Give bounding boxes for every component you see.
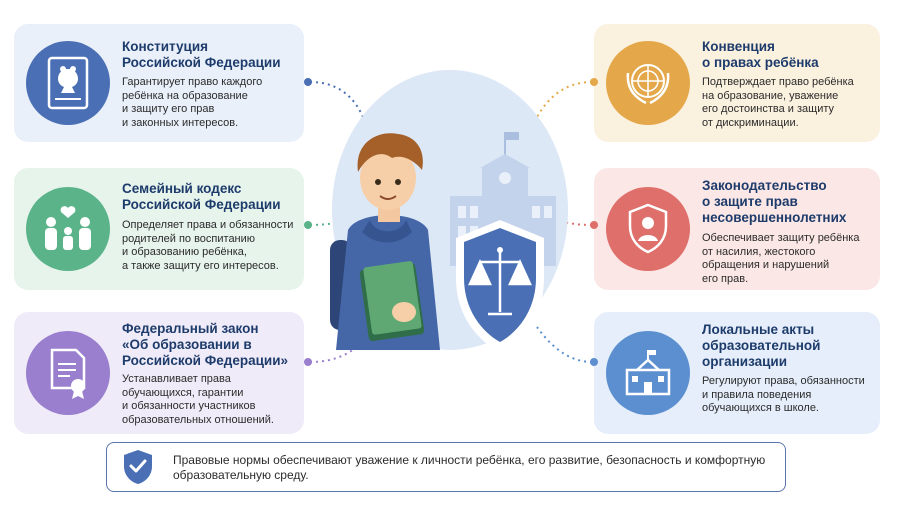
card-desc-line: Определяет права и обязанности	[122, 219, 294, 231]
constitution-icon-circle	[26, 41, 110, 125]
russian-emblem-icon	[47, 56, 89, 110]
card-title-line: Российской Федерации	[122, 55, 281, 70]
card-desc-line: а также защиту его интересов.	[122, 259, 279, 272]
card-desc-line: обучающихся, гарантии	[122, 386, 244, 399]
book	[359, 261, 425, 342]
card-desc-line: Устанавливает права	[122, 373, 231, 385]
student-boy	[330, 133, 440, 350]
card-title-line: Конвенция	[702, 39, 775, 54]
card-desc-line: Регулируют права, обязанности	[702, 375, 865, 387]
card-desc-line: ребёнка на образование	[122, 89, 248, 102]
card-title-line: Законодательство	[702, 178, 827, 193]
justice-shield	[456, 220, 544, 352]
card-title-line: образовательной	[702, 338, 821, 353]
card-title-line: Российской Федерации	[122, 197, 281, 212]
card-desc-line: обращения и нарушений	[702, 259, 830, 271]
card-title-line: Локальные акты	[702, 322, 815, 337]
card-constitution: Конституция Российской Федерации Гаранти…	[14, 24, 304, 142]
family-icon	[45, 206, 91, 250]
un-icon-circle	[606, 41, 690, 125]
card-desc-line: его достоинства и защиту	[702, 103, 834, 115]
card-title-line: Российской Федерации»	[122, 353, 289, 368]
certificate-icon-circle	[26, 331, 110, 415]
shield-check-icon	[124, 450, 152, 484]
card-title-line: о правах ребёнка	[702, 55, 819, 70]
family-icon-circle	[26, 187, 110, 271]
card-desc-line: образовательных отношений.	[122, 413, 274, 426]
card-local-acts: Локальные акты образовательной организац…	[594, 312, 880, 434]
card-title-line: «Об образовании в	[122, 337, 252, 352]
card-convention: Конвенция о правах ребёнка Подтверждает …	[594, 24, 880, 142]
card-title-line: несовершеннолетних	[702, 210, 847, 225]
footer-text-line: Правовые нормы обеспечивают уважение к л…	[173, 453, 766, 467]
card-desc-line: Подтверждает право ребёнка	[702, 76, 854, 88]
card-desc-line: и правила поведения	[702, 388, 812, 401]
card-desc-line: и обязанности участников	[122, 400, 256, 412]
card-title-line: организации	[702, 354, 788, 369]
card-desc-line: от насилия, жестокого	[702, 245, 816, 258]
shield-person-icon-circle	[606, 187, 690, 271]
card-desc-line: и защиту его прав	[122, 103, 215, 115]
school-icon	[625, 350, 671, 396]
card-family-code: Семейный кодекс Российской Федерации Опр…	[14, 168, 304, 290]
card-desc-line: обучающихся в школе.	[702, 402, 819, 414]
footer-text-line: образовательную среду.	[173, 468, 309, 482]
scales-icon	[468, 252, 532, 316]
card-desc-line: и образованию ребёнка,	[122, 246, 247, 258]
card-desc-line: от дискриминации.	[702, 116, 799, 129]
card-desc-line: родителей по воспитанию	[122, 232, 256, 245]
card-title-line: Конституция	[122, 39, 208, 54]
card-title-line: Федеральный закон	[122, 321, 259, 336]
card-education-law: Федеральный закон «Об образовании в Росс…	[14, 312, 304, 434]
un-emblem-icon	[626, 64, 670, 105]
card-title-line: о защите прав	[702, 194, 798, 209]
card-desc-line: и законных интересов.	[122, 116, 239, 129]
card-minors-protection: Законодательство о защите прав несоверше…	[594, 168, 880, 290]
card-desc-line: Гарантирует право каждого	[122, 76, 263, 88]
card-desc-line: Обеспечивает защиту ребёнка	[702, 232, 860, 244]
certificate-icon	[50, 348, 86, 399]
central-illustration	[304, 70, 598, 366]
card-title-line: Семейный кодекс	[122, 181, 242, 196]
card-desc-line: на образование, уважение	[702, 89, 839, 102]
card-desc-line: его прав.	[702, 272, 749, 285]
shield-person-icon	[628, 203, 668, 254]
school-icon-circle	[606, 331, 690, 415]
footer-note: Правовые нормы обеспечивают уважение к л…	[106, 442, 786, 492]
